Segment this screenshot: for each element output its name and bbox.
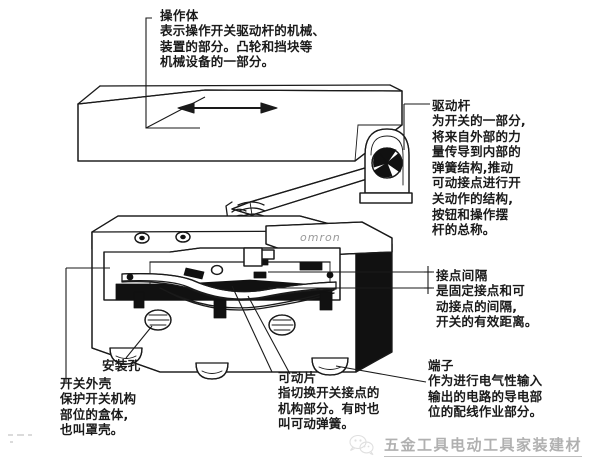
callout-line: 也叫罩壳。 [60,422,124,438]
actuator-lever-assembly [231,128,413,216]
callout-line: 量传导到内部的 [432,144,521,160]
callout-terminal: 端子 作为进行电气性输入 输出的电路的导电部 位的配线作业部分。 [428,358,542,420]
callout-housing: 开关外壳 保护开关机构 部位的盒体, 也叫罩壳。 [60,376,136,438]
callout-line: 开关的有效距离。 [436,314,538,330]
internal-mechanism [121,247,337,319]
cover-screws [134,231,224,276]
brand-mark-omron: omron [300,231,341,244]
callout-title: 驱动杆 [432,98,471,113]
roller-hub [373,147,402,178]
callout-title: 操作体 [160,8,199,23]
callout-line: 表示操作开关驱动杆的机械、 [160,23,326,38]
leader-operating-body [145,17,200,129]
movable-contact [253,271,267,279]
wechat-logo-icon [349,434,374,456]
callout-body: 指切换开关接点的 机构部分。有时也 叫可动弹簧。 [278,385,380,432]
leader-terminal [335,365,427,383]
leader-movable-piece [247,295,291,375]
callout-title: 安装孔 [102,358,141,373]
callout-title: 接点间隔 [436,268,488,283]
callout-line: 弹簧结构,推动 [432,159,514,175]
callout-actuator: 驱动杆 为开关的一部分, 将来自外部的力 量传导到内部的 弹簧结构,推动 可动接… [432,98,526,238]
callout-body: 为开关的一部分, 将来自外部的力 量传导到内部的 弹簧结构,推动 可动接点进行开… [432,113,526,238]
operating-body-plate [77,84,403,162]
callout-line: 装置的部分。凸轮和挡块等 [160,38,313,54]
callout-line: 动接点的间隔, [436,298,518,314]
callout-line: 是固定接点和可 [436,283,525,298]
mounting-hole [144,309,172,331]
callout-body: 表示操作开关驱动杆的机械、 装置的部分。凸轮和挡块等 机械设备的一部分。 [160,23,325,70]
callout-line: 叫可动弹簧。 [278,416,355,432]
callout-line: 按钮和操作摆 [432,206,509,222]
callout-line: 位的配线作业部分。 [428,404,543,420]
callout-body: 保护开关机构 部位的盒体, 也叫罩壳。 [60,391,136,438]
callout-line: 部位的盒体, [60,406,129,422]
callout-title: 端子 [428,358,454,373]
callout-line: 作为进行电气性输入 [428,373,543,388]
callout-line: 机械设备的一部分。 [160,54,275,70]
callout-line: 为开关的一部分, [432,113,526,128]
callout-line: 可动接点进行开 [432,175,521,191]
callout-line: 关动作的结构, [432,190,514,206]
watermark-text: 五金工具电动工具家装建材 [383,434,582,457]
callout-mounting-hole: 安装孔 [102,358,141,373]
motion-arrow [177,102,278,114]
callout-operating-body: 操作体 表示操作开关驱动杆的机械、 装置的部分。凸轮和挡块等 机械设备的一部分。 [160,8,325,70]
callout-movable-piece: 可动片 指切换开关接点的 机构部分。有时也 叫可动弹簧。 [278,370,380,432]
watermark-dots-decoration [8,434,32,443]
callout-title: 开关外壳 [60,376,112,391]
leader-lines [65,17,434,383]
callout-line: 输出的电路的导电部 [428,388,543,404]
terminals [109,347,349,380]
watermark-bar: 五金工具电动工具家装建材 [0,430,600,460]
callout-contact-gap: 接点间隔 是固定接点和可 动接点的间隔, 开关的有效距离。 [436,268,538,330]
callout-line: 将来自外部的力 [432,128,521,144]
leader-mounting-hole [125,325,153,359]
callout-line: 指切换开关接点的 [278,385,380,400]
callout-body: 作为进行电气性输入 输出的电路的导电部 位的配线作业部分。 [428,373,542,420]
mounting-hole-right [268,314,296,336]
callout-line: 杆的总称。 [432,222,496,238]
leader-contact-gap [268,266,434,294]
callout-title: 可动片 [278,370,317,385]
callout-line: 保护开关机构 [60,391,137,406]
callout-line: 机构部分。有时也 [278,400,380,416]
callout-body: 是固定接点和可 动接点的间隔, 开关的有效距离。 [436,283,538,330]
